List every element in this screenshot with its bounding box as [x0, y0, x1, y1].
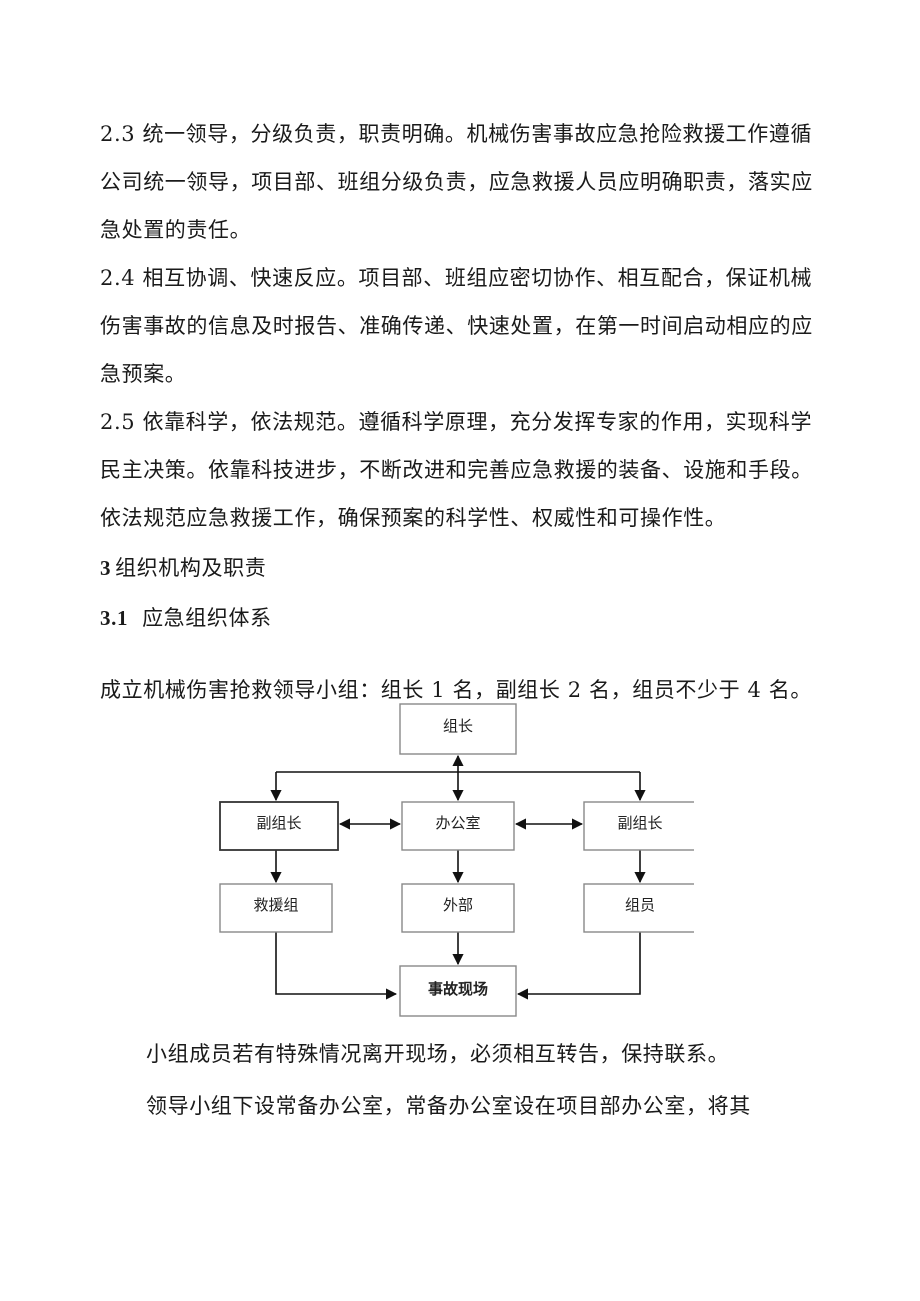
- heading-number: 3.1: [100, 606, 129, 630]
- org-chart: 组长 副组长 办公室 副组长 救援组 外部 组员 事故现场: [219, 703, 694, 1017]
- note-paragraph-1: 小组成员若有特殊情况离开现场，必须相互转告，保持联系。: [146, 1030, 826, 1078]
- label-deputy-right: 副组长: [617, 814, 662, 832]
- text-line: 2.3 统一领导，分级负责，职责明确。机械伤害事故应急抢险救援工作遵循: [100, 122, 813, 146]
- text-line: 急处置的责任。: [100, 218, 252, 242]
- paragraph-2-3: 2.3 统一领导，分级负责，职责明确。机械伤害事故应急抢险救援工作遵循 公司统一…: [100, 110, 820, 254]
- box-scene: [399, 965, 517, 1017]
- box-members: [583, 883, 694, 933]
- box-rescue: [219, 883, 333, 933]
- text-line: 公司统一领导，项目部、班组分级负责，应急救援人员应明确职责，落实应: [100, 170, 813, 194]
- label-rescue: 救援组: [253, 896, 298, 914]
- text-line: 2.4 相互协调、快速反应。项目部、班组应密切协作、相互配合，保证机械: [100, 266, 813, 290]
- paragraph-2-4: 2.4 相互协调、快速反应。项目部、班组应密切协作、相互配合，保证机械 伤害事故…: [100, 254, 820, 398]
- text-line: 急预案。: [100, 362, 187, 386]
- text-line: 小组成员若有特殊情况离开现场，必须相互转告，保持联系。: [146, 1042, 730, 1066]
- label-scene: 事故现场: [428, 980, 488, 998]
- text-line: 民主决策。依靠科技进步，不断改进和完善应急救援的装备、设施和手段。: [100, 458, 813, 482]
- text-line: 2.5 依靠科学，依法规范。遵循科学原理，充分发挥专家的作用，实现科学: [100, 410, 813, 434]
- label-office: 办公室: [435, 814, 480, 832]
- heading-number: 3: [100, 556, 112, 580]
- text-line: 领导小组下设常备办公室，常备办公室设在项目部办公室，将其: [146, 1094, 751, 1118]
- heading-3-1: 3.1 应急组织体系: [100, 602, 272, 632]
- note-paragraph-2: 领导小组下设常备办公室，常备办公室设在项目部办公室，将其: [146, 1082, 826, 1130]
- box-office: [401, 801, 515, 851]
- box-leader: [399, 703, 517, 755]
- label-members: 组员: [625, 896, 655, 914]
- heading-text: 组织机构及职责: [115, 556, 267, 580]
- label-deputy-left: 副组长: [256, 814, 301, 832]
- connector-lines: [270, 754, 646, 1000]
- box-external: [401, 883, 515, 933]
- arrow-members-scene: [516, 932, 641, 1000]
- paragraph-2-5: 2.5 依靠科学，依法规范。遵循科学原理，充分发挥专家的作用，实现科学 民主决策…: [100, 398, 820, 542]
- label-external: 外部: [443, 896, 473, 914]
- box-deputy-right: [583, 801, 694, 851]
- label-leader: 组长: [443, 717, 473, 735]
- text-line: 伤害事故的信息及时报告、准确传递、快速处置，在第一时间启动相应的应: [100, 314, 813, 338]
- intro-text: 成立机械伤害抢救领导小组：组长 1 名，副组长 2 名，组员不少于 4 名。: [100, 678, 812, 702]
- box-deputy-left: [219, 801, 339, 851]
- heading-text: 应急组织体系: [142, 606, 272, 630]
- text-line: 依法规范应急救援工作，确保预案的科学性、权威性和可操作性。: [100, 506, 727, 530]
- arrow-rescue-scene: [275, 932, 398, 1000]
